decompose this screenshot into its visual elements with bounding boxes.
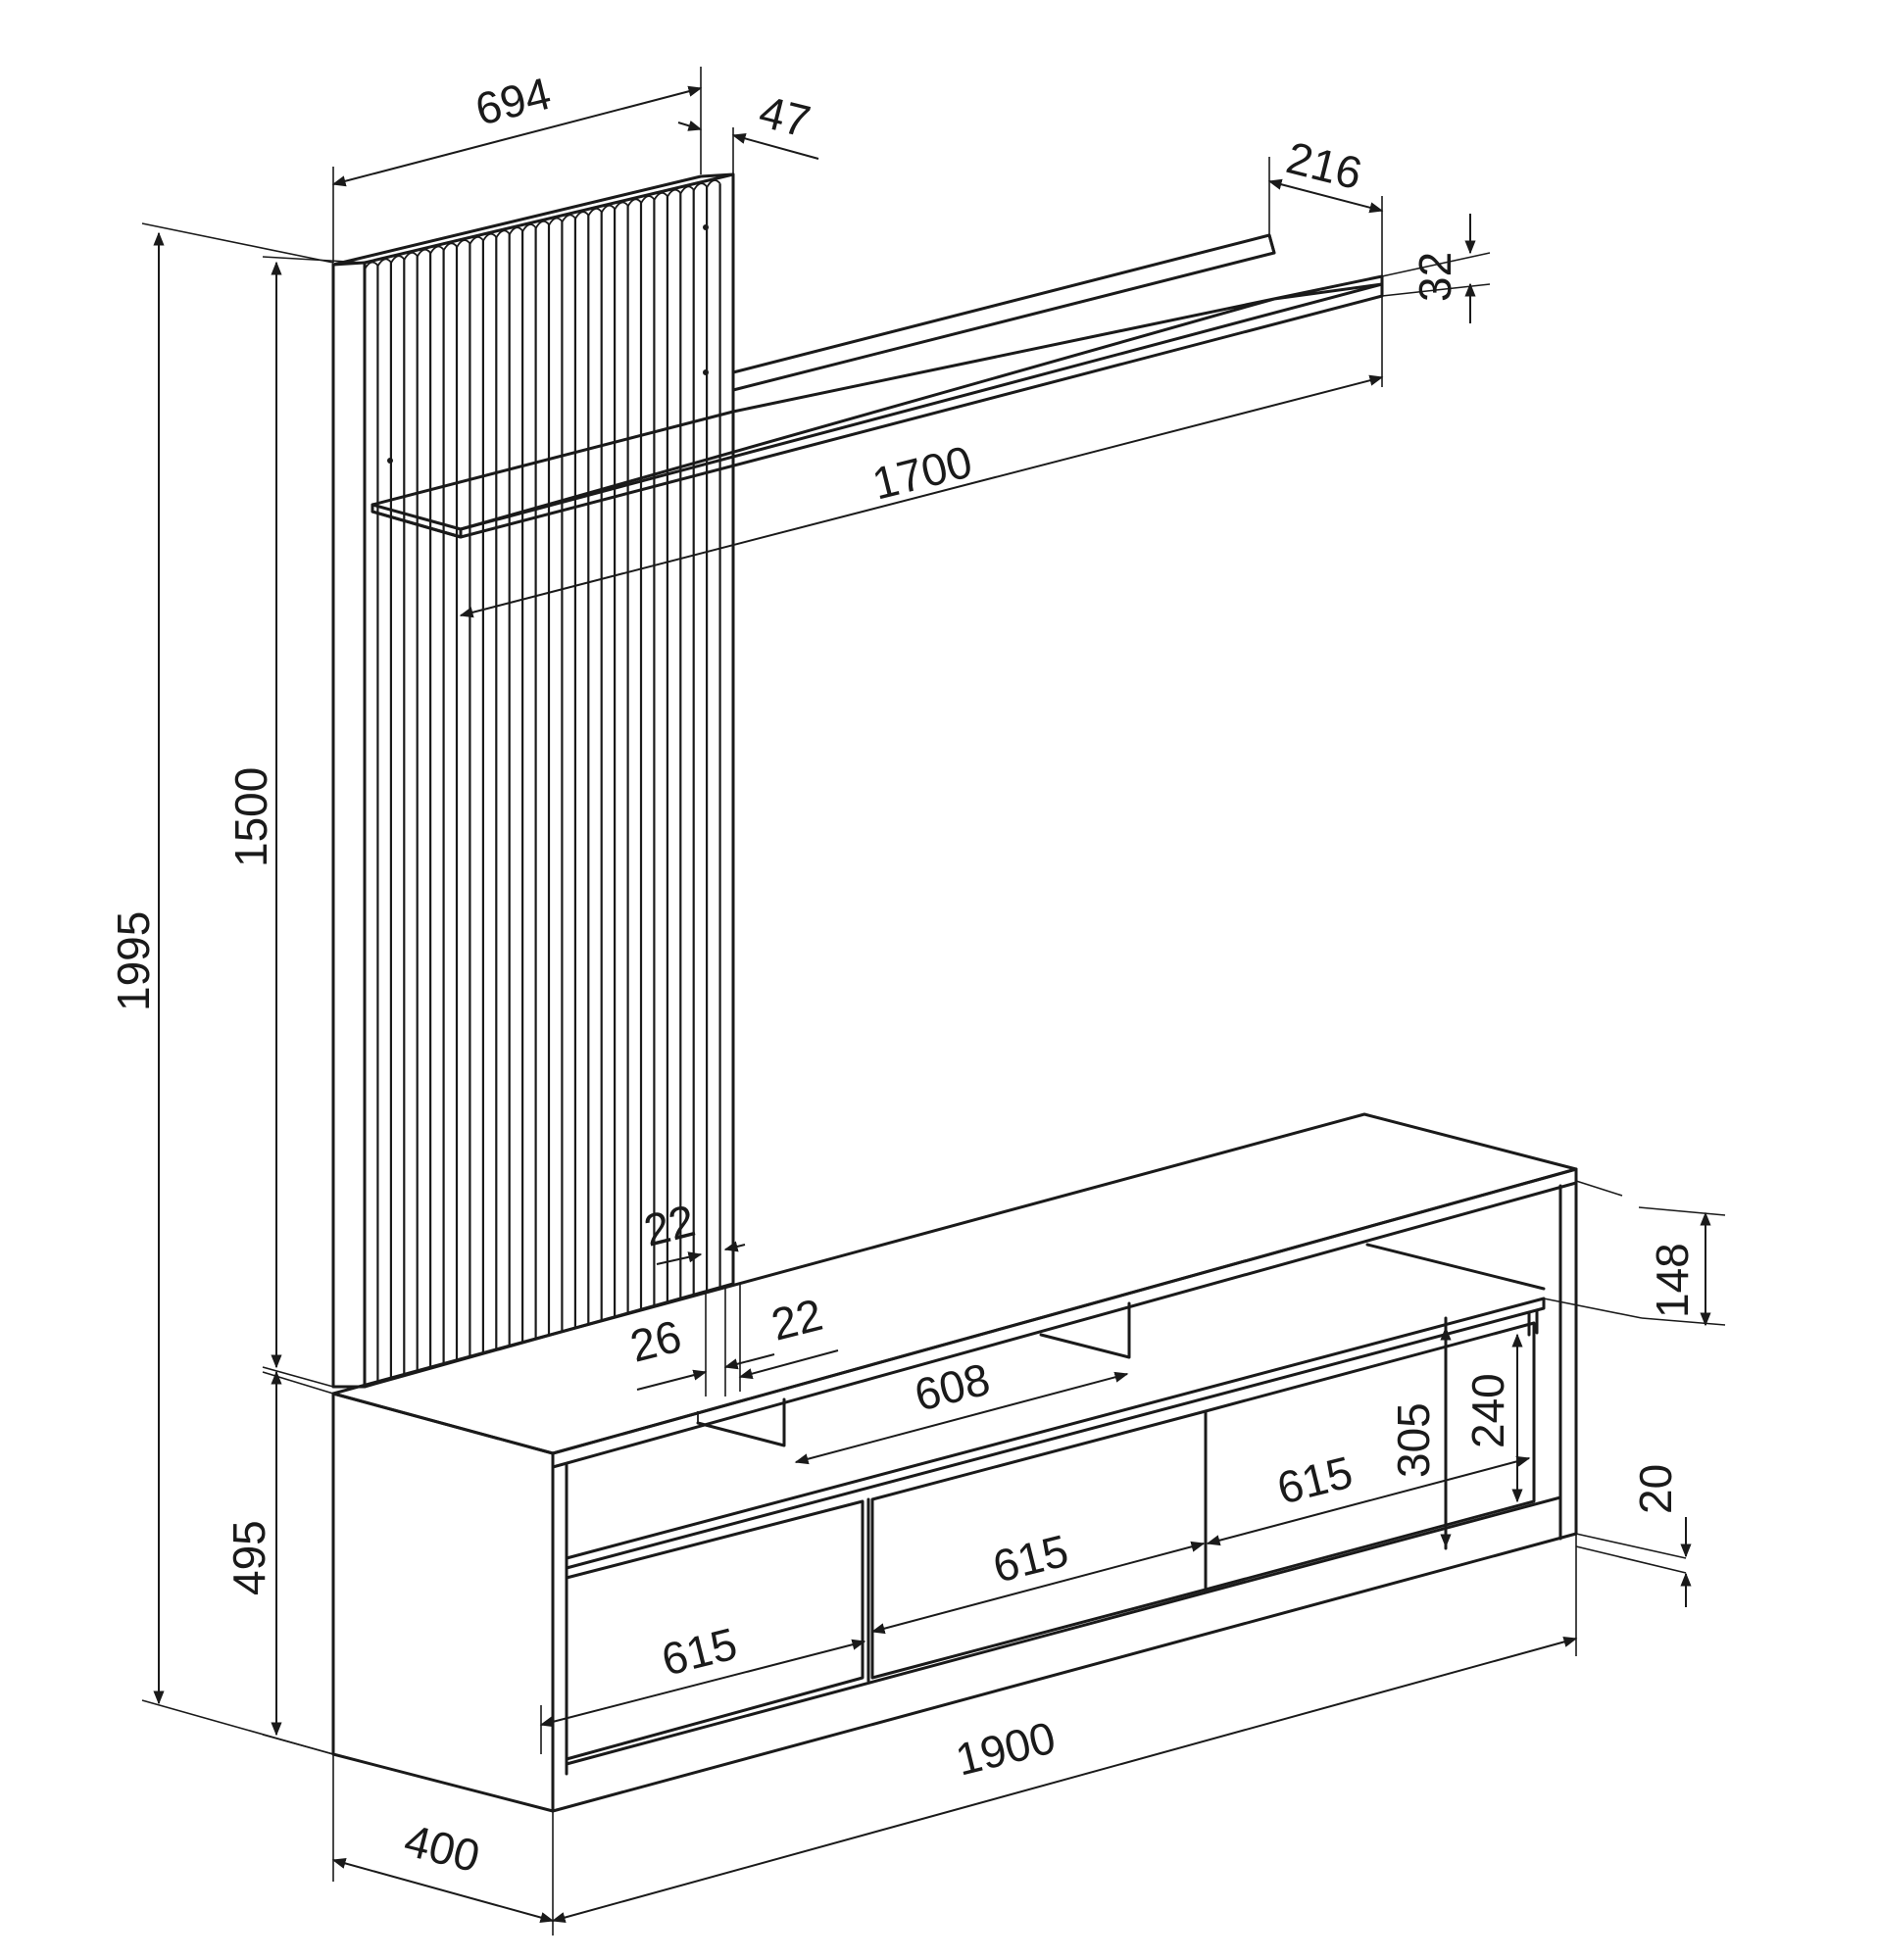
panel-slat-cap bbox=[416, 248, 431, 258]
panel-slat-cap bbox=[587, 208, 603, 217]
panel-slat-cap bbox=[429, 245, 445, 255]
panel-slat-cap bbox=[442, 242, 458, 251]
panel-slat-cap bbox=[482, 232, 497, 242]
panel-slat-cap bbox=[403, 252, 419, 261]
slatted-wall-panel bbox=[331, 172, 735, 1389]
panel-slat-cap bbox=[561, 214, 576, 223]
panel-slat-cap bbox=[364, 261, 379, 270]
dim-label-top-height: 148 bbox=[1647, 1243, 1698, 1318]
dim-label-slat-width: 26 bbox=[625, 1310, 686, 1372]
panel-slat-cap bbox=[495, 229, 511, 239]
panel-slat-cap bbox=[653, 192, 668, 201]
dim-label-drawer-right-width: 615 bbox=[1272, 1446, 1358, 1514]
dim-label-drawer-height: 305 bbox=[1388, 1402, 1439, 1478]
panel-slat-cap bbox=[521, 223, 537, 232]
panel-slat-cap bbox=[548, 217, 564, 226]
panel-slat-cap bbox=[376, 258, 392, 268]
panel-slat-cap bbox=[534, 220, 550, 229]
dim-label-front-height: 240 bbox=[1462, 1373, 1513, 1448]
dim-label-slat-spacing: 22 bbox=[639, 1195, 700, 1256]
dim-label-drawer-left-width: 615 bbox=[657, 1618, 742, 1686]
dimension-lines bbox=[141, 67, 1726, 1936]
dim-label-cabinet-depth: 400 bbox=[400, 1814, 485, 1882]
panel-slat-cap bbox=[640, 195, 656, 204]
dimension-labels: 694 47 216 32 1700 1500 1995 495 400 190… bbox=[108, 68, 1698, 1883]
panel-slat-cap bbox=[679, 185, 695, 195]
panel-slat-cap bbox=[667, 188, 681, 198]
panel-slat-cap bbox=[469, 236, 484, 245]
dim-label-shelf-thickness: 32 bbox=[1409, 252, 1460, 302]
panel-slat-cap bbox=[508, 226, 523, 235]
panel-slat-cap bbox=[574, 211, 589, 220]
dim-label-cabinet-width: 1900 bbox=[951, 1711, 1061, 1785]
dim-label-slat-gap: 22 bbox=[766, 1289, 827, 1350]
dim-label-cabinet-height: 495 bbox=[223, 1520, 274, 1595]
dim-label-panel-height: 1500 bbox=[225, 767, 276, 867]
panel-slat-cap bbox=[706, 179, 721, 188]
dim-label-panel-width: 694 bbox=[470, 68, 556, 135]
panel-slat-cap bbox=[600, 204, 616, 214]
dim-label-panel-thickness: 47 bbox=[755, 85, 815, 147]
panel-slat-cap bbox=[456, 239, 471, 248]
dim-label-shelf-length: 1700 bbox=[867, 435, 977, 509]
panel-slat-cap bbox=[614, 201, 629, 211]
dim-label-total-height: 1995 bbox=[108, 911, 159, 1011]
panel-slat-cap bbox=[626, 198, 642, 207]
panel-slat-cap bbox=[390, 255, 405, 264]
dim-label-plinth-height: 20 bbox=[1630, 1464, 1681, 1514]
dim-label-shelf-depth: 216 bbox=[1282, 131, 1367, 199]
